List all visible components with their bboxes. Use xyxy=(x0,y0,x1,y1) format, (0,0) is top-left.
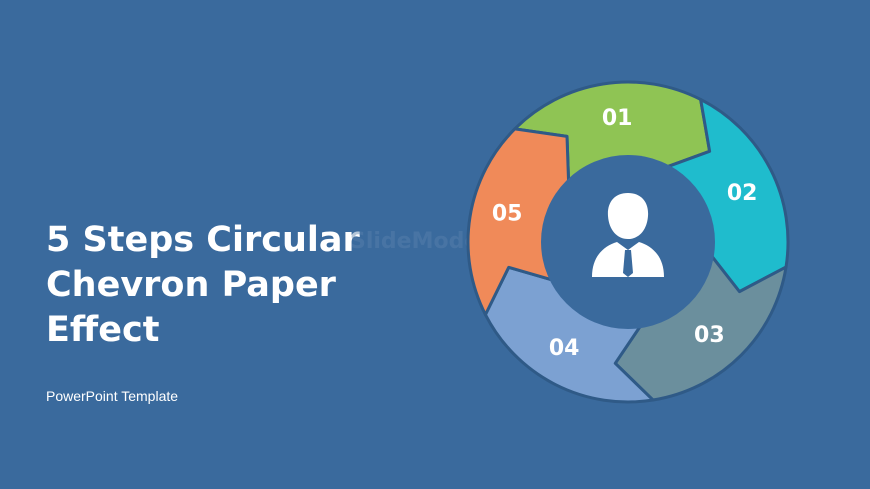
center-circle xyxy=(541,155,715,329)
slide-subtitle: PowerPoint Template xyxy=(46,388,179,404)
step-label-02: 02 xyxy=(727,181,758,206)
step-segments xyxy=(466,80,790,404)
step-labels: 01 02 03 04 05 xyxy=(492,106,758,361)
business-person-icon xyxy=(592,193,664,277)
step-label-03: 03 xyxy=(694,323,725,348)
step-label-04: 04 xyxy=(549,336,580,361)
watermark-text: SlideModel xyxy=(350,229,487,254)
step-label-01: 01 xyxy=(602,106,633,131)
title-line-3: Effect xyxy=(46,310,160,350)
slide-title: 5 Steps Circular Chevron Paper Effect xyxy=(46,218,406,353)
step-label-05: 05 xyxy=(492,202,523,227)
title-line-1: 5 Steps Circular xyxy=(46,220,360,260)
title-line-2: Chevron Paper xyxy=(46,265,336,305)
